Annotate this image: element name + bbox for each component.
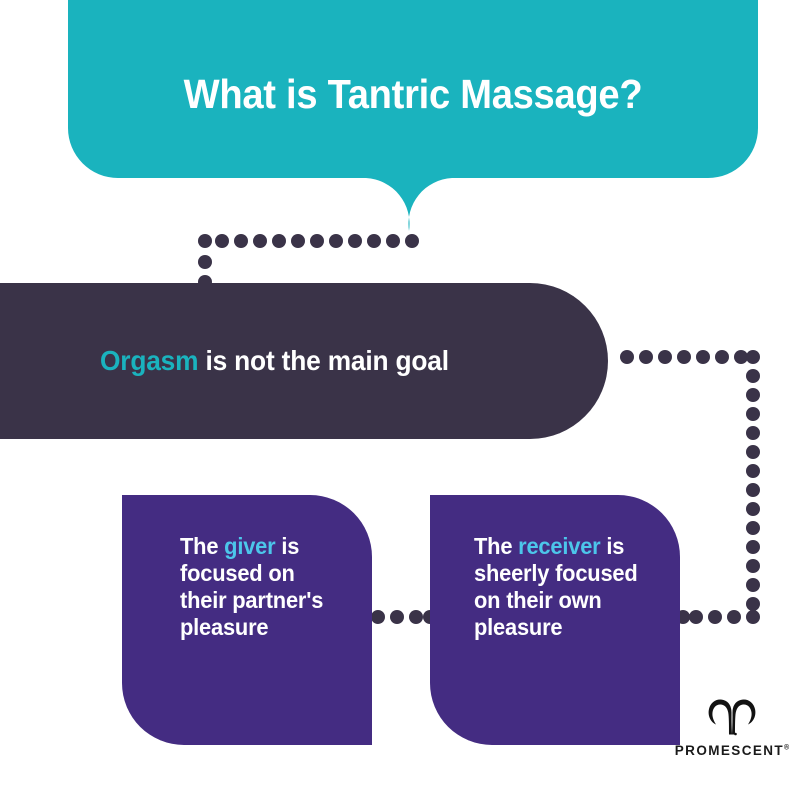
card-receiver: The receiver is sheerly focused on their… [430, 495, 680, 745]
logo-wordmark-text: PROMESCENT [674, 743, 785, 758]
main-point-rest: is not the main goal [198, 345, 449, 376]
card-giver-prefix: The [180, 533, 225, 559]
main-point-bar: Orgasm is not the main goal [0, 283, 608, 439]
card-giver-highlight: giver [224, 533, 276, 559]
bubble-shape [68, 0, 758, 231]
card-giver: The giver is focused on their partner's … [122, 495, 372, 745]
card-giver-text: The giver is focused on their partner's … [180, 533, 342, 641]
aries-horns-icon [708, 699, 756, 736]
main-point-text: Orgasm is not the main goal [100, 345, 449, 377]
title-speech-bubble: What is Tantric Massage? [0, 0, 800, 245]
logo-registered-mark: ® [784, 744, 790, 752]
card-giver-body: is focused on their partner's pleasure [180, 533, 324, 640]
logo-wordmark: PROMESCENT® [675, 743, 789, 758]
card-receiver-highlight: receiver [518, 533, 601, 559]
promescent-logo: PROMESCENT® [675, 698, 789, 774]
card-receiver-body: is sheerly focused on their own pleasure [474, 533, 638, 640]
card-receiver-prefix: The [474, 533, 519, 559]
card-receiver-text: The receiver is sheerly focused on their… [474, 533, 649, 641]
page-title: What is Tantric Massage? [183, 70, 643, 117]
main-point-highlight: Orgasm [100, 345, 199, 376]
